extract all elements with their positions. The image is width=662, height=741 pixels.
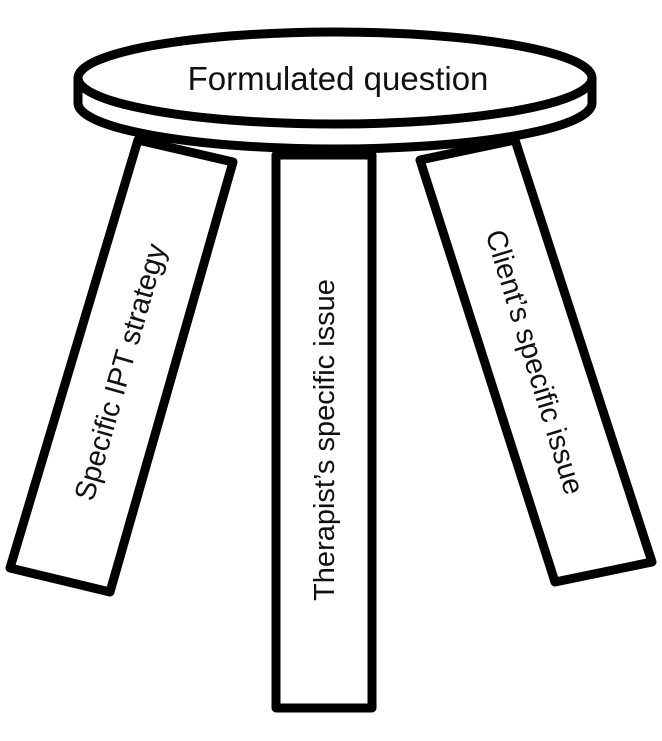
seat-label: Formulated question bbox=[188, 60, 489, 97]
leg-left: Specific IPT strategy bbox=[5, 135, 238, 597]
stool-seat: Formulated question bbox=[73, 27, 597, 154]
leg-right: Client’s specific issue bbox=[415, 135, 657, 587]
leg-middle: Therapist’s specific issue bbox=[271, 150, 377, 713]
leg-middle-label: Therapist’s specific issue bbox=[309, 279, 341, 601]
